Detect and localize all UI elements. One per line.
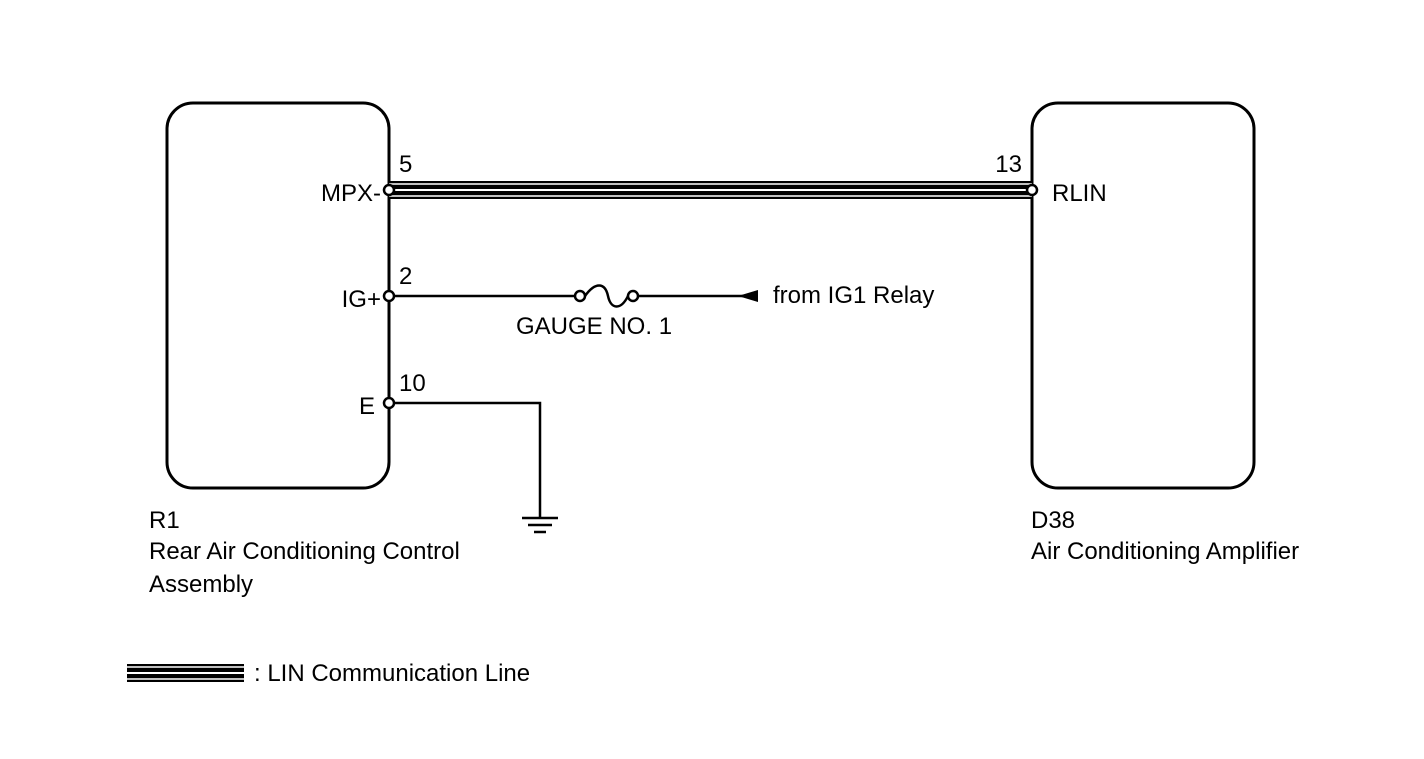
d38-name-line1: Air Conditioning Amplifier: [1031, 538, 1299, 565]
r1-name-line1: Rear Air Conditioning Control: [149, 538, 460, 565]
fuse-label: GAUGE NO. 1: [516, 313, 672, 340]
pin-number-e: 10: [399, 370, 426, 397]
pin-number-mpx: 5: [399, 151, 412, 178]
terminal-ig: [382, 289, 396, 303]
terminal-rlin: [1025, 183, 1039, 197]
terminal-label-ig: IG+: [342, 286, 381, 313]
legend-label: : LIN Communication Line: [254, 660, 530, 687]
ground-icon: [522, 516, 558, 534]
terminal-label-rlin: RLIN: [1052, 180, 1107, 207]
terminal-mpx: [382, 183, 396, 197]
r1-code: R1: [149, 507, 180, 534]
pin-number-ig: 2: [399, 263, 412, 290]
d38-code: D38: [1031, 507, 1075, 534]
d38-component-box: [1030, 101, 1256, 490]
ground-wire: [389, 401, 542, 518]
terminal-label-mpx: MPX-: [321, 180, 381, 207]
terminal-label-e: E: [359, 393, 375, 420]
lin-communication-line: [389, 181, 1032, 199]
pin-number-rlin: 13: [995, 151, 1022, 178]
arrow-icon: [738, 290, 758, 302]
fuse-symbol: [583, 284, 630, 308]
r1-name-line2: Assembly: [149, 571, 253, 598]
legend-line-swatch: [127, 664, 244, 682]
fuse-terminal-right: [626, 289, 640, 303]
source-label: from IG1 Relay: [773, 282, 934, 309]
terminal-e: [382, 396, 396, 410]
fuse-terminal-left: [573, 289, 587, 303]
